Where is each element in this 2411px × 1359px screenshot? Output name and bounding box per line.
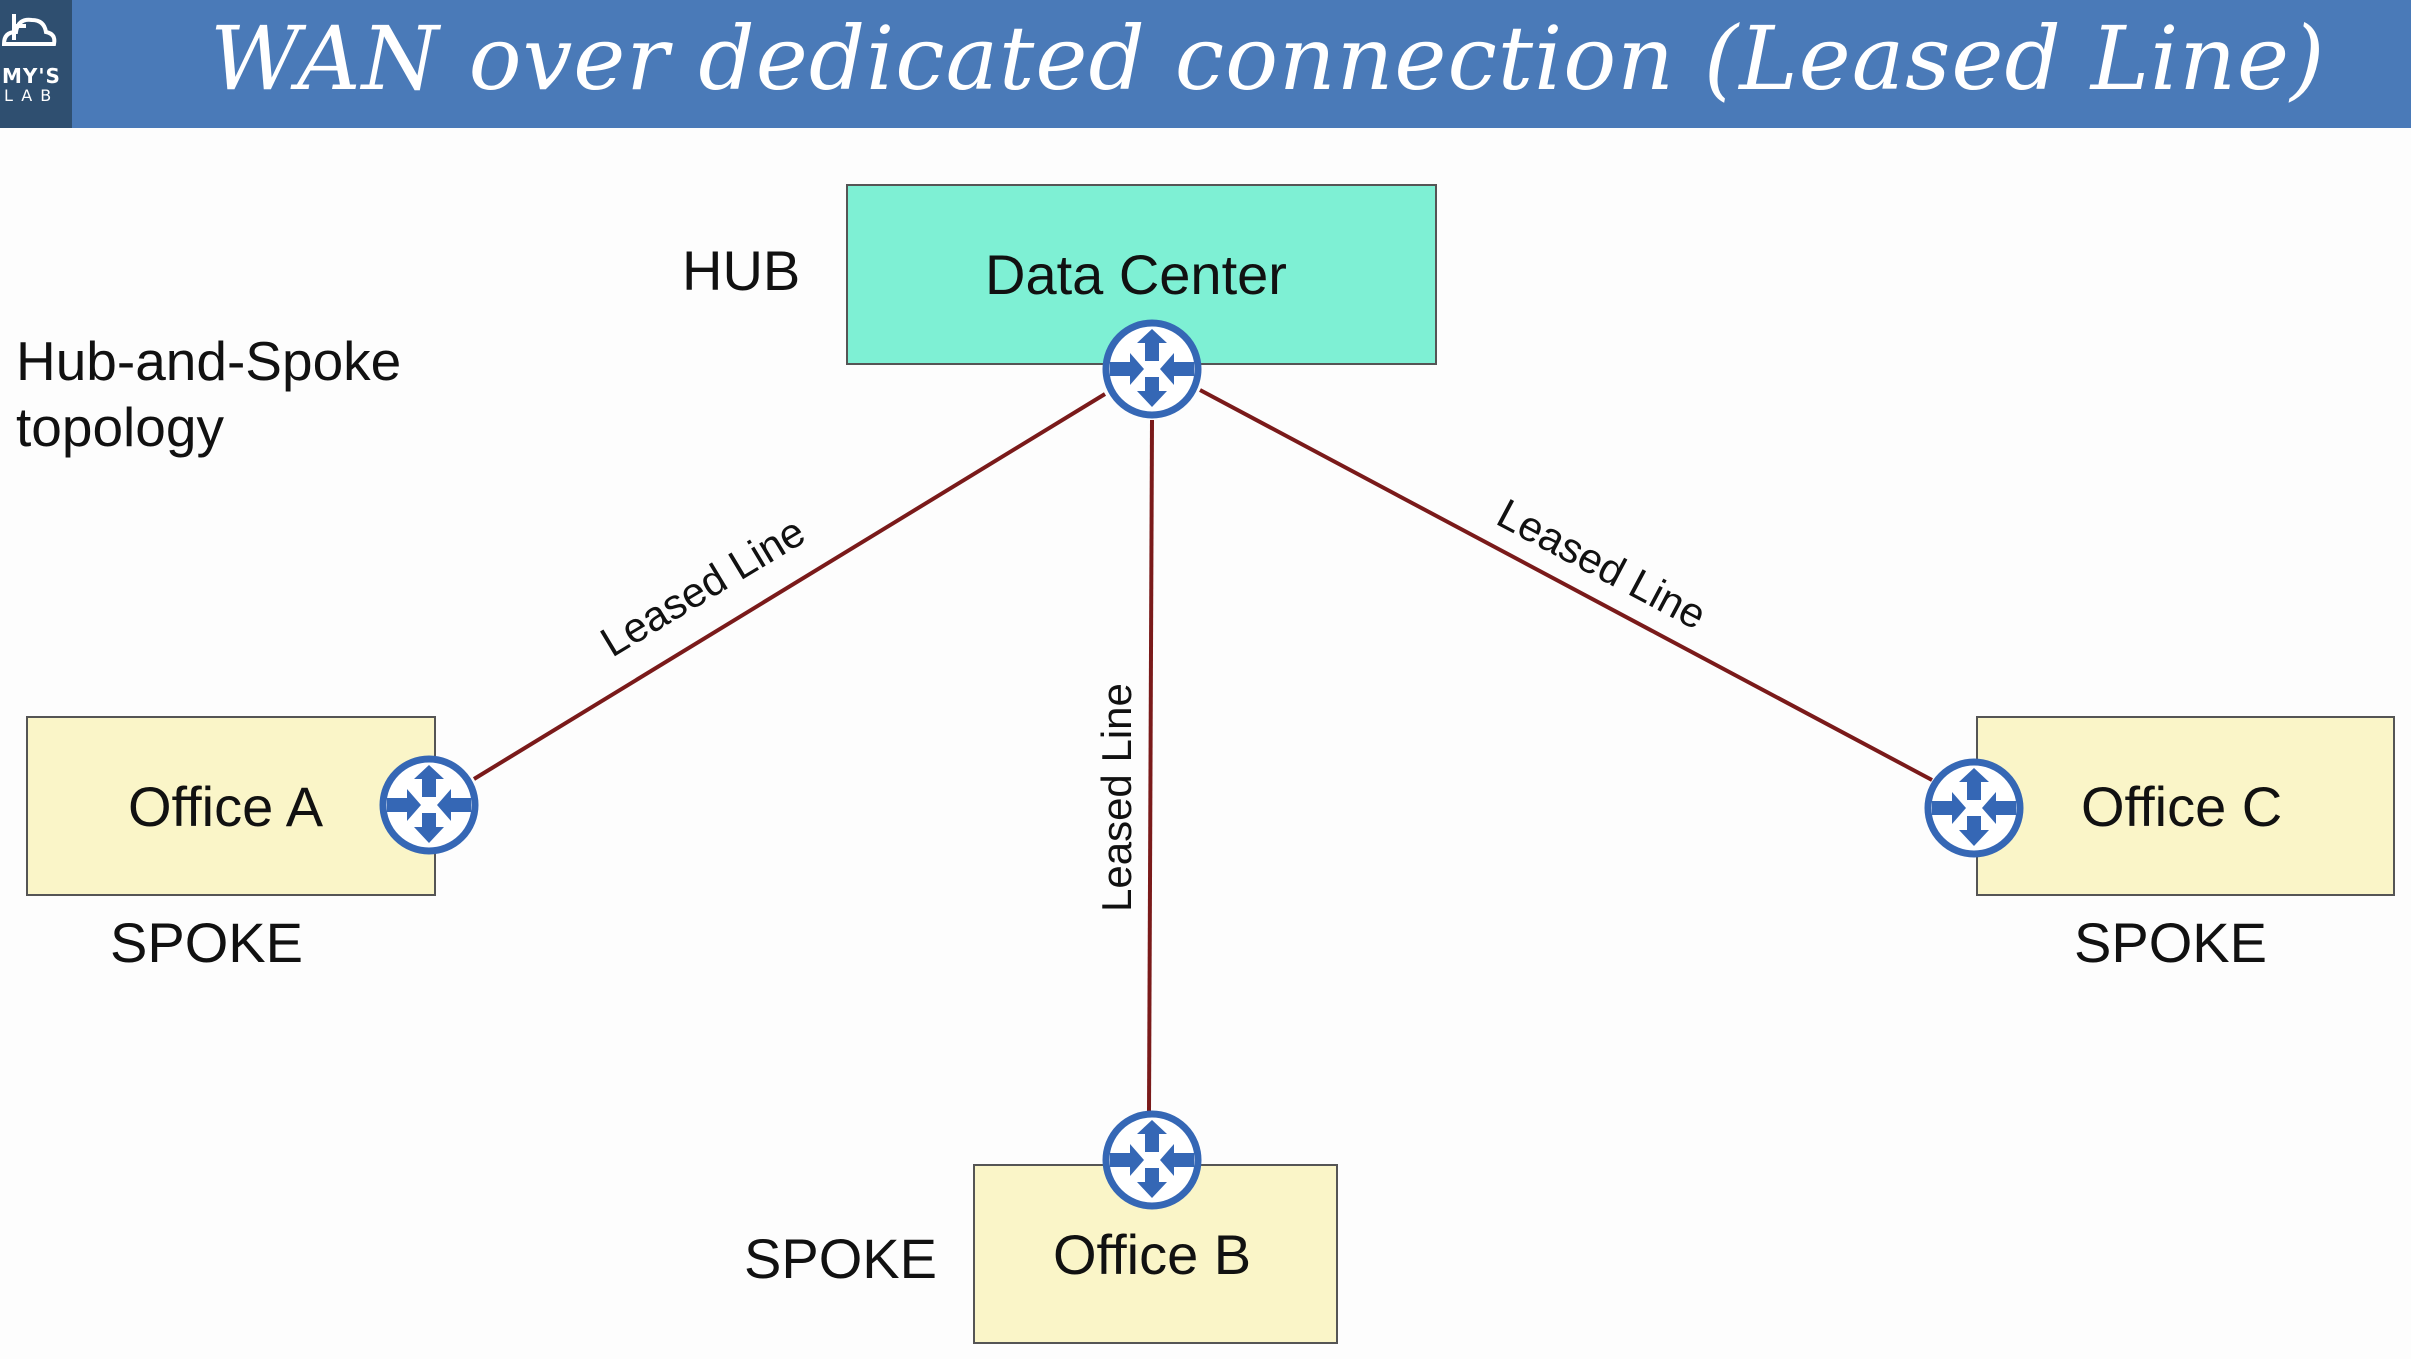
header-bar: MY'S LAB WAN over dedicated connection (… [0,0,2411,128]
office-c-role-label: SPOKE [2074,911,2267,974]
link-office-a [472,392,1107,781]
link-label-office-a: Leased Line [592,508,812,666]
office-c-box [1976,716,2395,896]
cloud-logo-icon [1,14,57,46]
router-icon [1106,323,1198,415]
link-office-c [1199,388,1933,782]
office-b-label: Office B [1053,1223,1252,1286]
topology-label-line1: Hub-and-Spoke [16,330,402,392]
link-label-office-b: Leased Line [1093,683,1140,912]
logo-text: MY'S [2,64,61,88]
office-a-label: Office A [128,775,324,838]
page-title: WAN over dedicated connection (Leased Li… [210,7,2326,110]
router-icon [1928,762,2020,854]
office-c-label: Office C [2081,775,2283,838]
router-icon [1106,1114,1198,1206]
logo-subtext: LAB [4,86,60,105]
office-a-role-label: SPOKE [110,911,303,974]
office-b-role-label: SPOKE [744,1227,937,1290]
office-a-box [26,716,436,896]
data-center-label: Data Center [985,243,1287,306]
router-icon [383,759,475,851]
topology-label-line2: topology [16,396,224,458]
logo: MY'S LAB [0,0,72,128]
link-office-b [1147,419,1154,1113]
topology-label: Hub-and-Spoke topology [16,328,401,460]
hub-role-label: HUB [682,239,801,302]
